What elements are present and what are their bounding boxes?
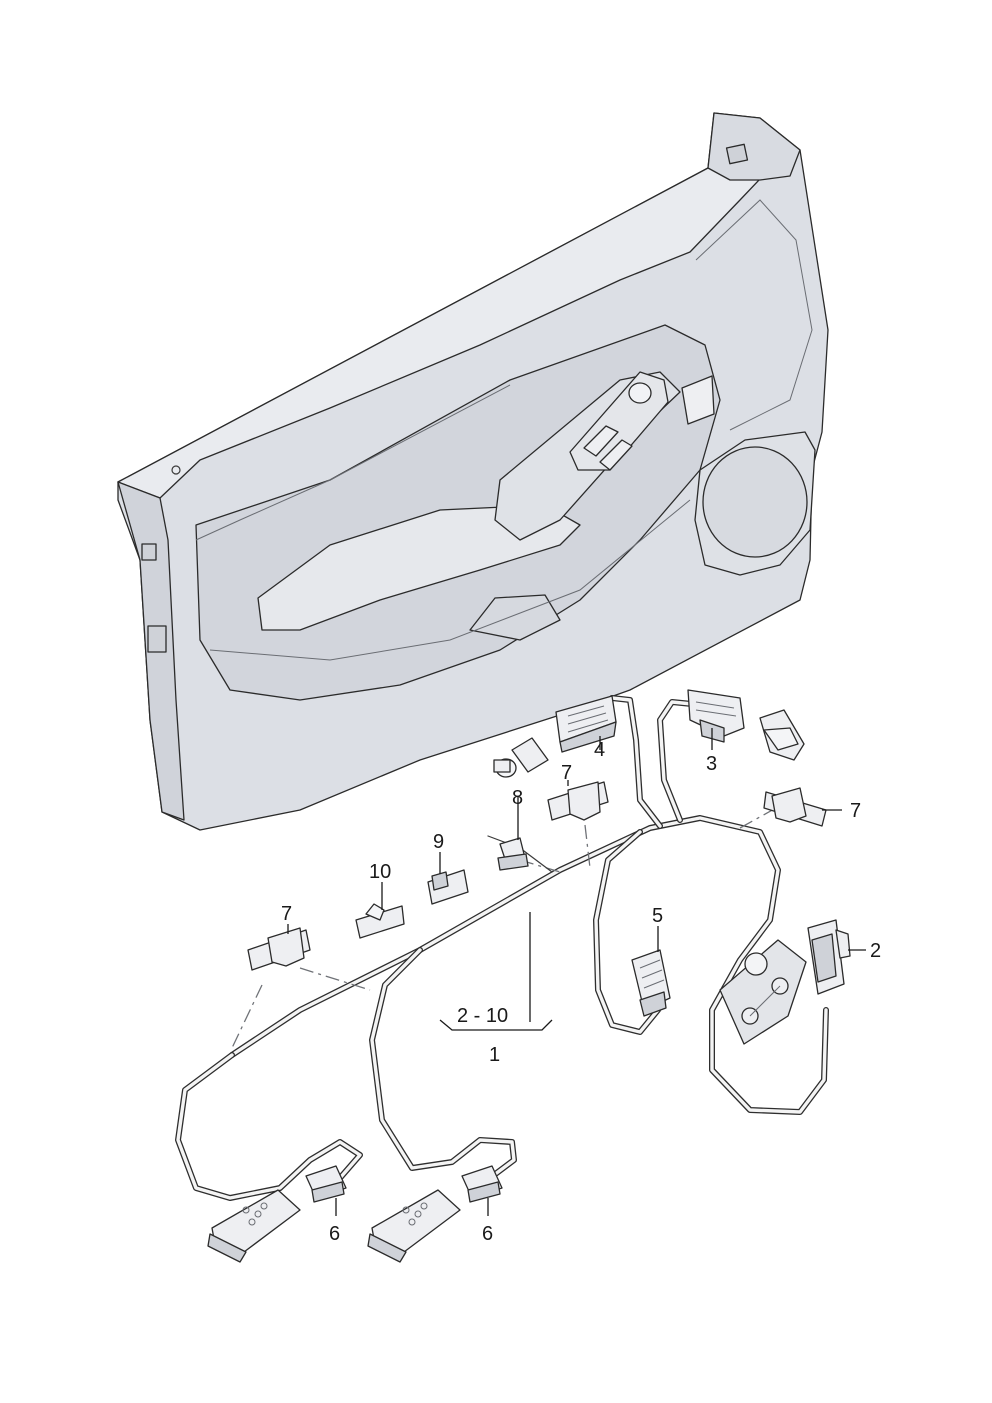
part-4-connector — [555, 695, 617, 753]
callout-7-right: 7 — [850, 800, 861, 822]
callout-5: 5 — [652, 905, 663, 927]
lamp-bulb-holder — [493, 737, 549, 778]
clip-head — [365, 903, 385, 921]
front-edge-clip — [141, 543, 157, 561]
holder-clip — [771, 787, 807, 823]
callout-1: 1 — [489, 1044, 500, 1066]
lamp-lens — [367, 1233, 407, 1263]
part-8-cable-tie-holder — [487, 835, 553, 873]
callout-labels: 4 3 7 7 8 9 10 7 5 2 2 - 10 1 6 6 — [281, 739, 881, 1245]
part-10-expanding-clip — [355, 903, 405, 939]
callout-10: 10 — [369, 861, 391, 883]
lamp-contact — [248, 1218, 256, 1226]
callout-6-left: 6 — [329, 1223, 340, 1245]
connector-ribs — [567, 705, 609, 733]
lamp-contact — [408, 1218, 416, 1226]
part-7-holder-left — [247, 927, 311, 971]
lamp-contact — [414, 1210, 422, 1218]
callout-8: 8 — [512, 787, 523, 809]
tie-holder-base — [497, 853, 529, 871]
front-edge-clip — [147, 625, 167, 653]
clip-body — [427, 869, 469, 905]
door-upright-slot — [725, 143, 749, 165]
part-7-holder-middle — [547, 781, 609, 821]
callout-3: 3 — [706, 753, 717, 775]
callout-4: 4 — [594, 739, 605, 761]
holder-position-line — [299, 967, 371, 991]
harness-branch-left — [176, 1053, 362, 1200]
callout-9: 9 — [433, 831, 444, 853]
connector-ribs — [639, 959, 665, 989]
connector-latch — [467, 1181, 501, 1203]
trim-screw-hole — [171, 465, 181, 475]
lamp-contact — [242, 1206, 250, 1214]
footwell-lamp-left — [207, 1189, 301, 1263]
connector-latch — [311, 1181, 345, 1203]
connector-latch — [639, 991, 667, 1017]
harness-main-trunk — [230, 816, 828, 1114]
callout-2: 2 — [870, 940, 881, 962]
connector-face — [811, 933, 837, 983]
holder-position-line — [231, 984, 263, 1049]
harness-branch-4 — [610, 696, 662, 828]
mirror-adjust-knob — [628, 382, 652, 404]
door-trim-panel — [117, 112, 829, 831]
range-bracket — [439, 1019, 553, 1031]
part-3-connector — [687, 689, 745, 743]
door-panel-rear-upright — [707, 112, 801, 181]
callout-7-left: 7 — [281, 903, 292, 925]
switch-button — [763, 727, 799, 751]
holder-clip — [267, 927, 305, 967]
part-2-connector — [807, 919, 851, 995]
clip-strip — [355, 905, 405, 939]
harness-branch-3 — [657, 699, 695, 823]
bulb-neck — [493, 759, 511, 773]
leader-lines — [287, 728, 866, 1216]
module-knob — [744, 952, 768, 976]
connector-tab — [835, 929, 851, 959]
lamp-contact — [260, 1202, 268, 1210]
part-6-connector-right — [461, 1165, 503, 1203]
clip-tab — [431, 871, 449, 891]
lamp-contact — [254, 1210, 262, 1218]
part-7-holder-right — [763, 787, 827, 827]
door-switch-unit — [759, 709, 805, 761]
speaker-grille — [702, 446, 808, 558]
module-plate — [719, 939, 807, 1045]
lamp-lens — [207, 1233, 247, 1263]
part-6-connector-left — [305, 1165, 347, 1203]
harness-branch-middle — [370, 948, 516, 1180]
module-link — [749, 985, 781, 1017]
callout-6-right: 6 — [482, 1223, 493, 1245]
door-armrest — [257, 504, 581, 631]
part-5-connector — [631, 949, 671, 1017]
lamp-contact — [402, 1206, 410, 1214]
mirror-switch-module — [719, 939, 807, 1045]
window-switch-button — [583, 425, 619, 457]
trim-contour-line — [695, 199, 813, 431]
door-lock-recess — [681, 375, 715, 425]
window-switch-button — [599, 439, 633, 471]
wiring-harness-1 — [175, 695, 829, 1201]
trim-contour-line — [209, 499, 691, 661]
callout-7-middle: 7 — [561, 762, 572, 784]
callout-range: 2 - 10 — [457, 1005, 508, 1027]
holder-clip — [567, 781, 601, 821]
holder-position-line — [584, 824, 591, 869]
trim-contour-line — [195, 384, 511, 541]
harness-branch-3 — [658, 700, 694, 822]
harness-branch-5 — [594, 830, 660, 1034]
holder-position-line — [739, 807, 777, 829]
bulb-socket — [511, 737, 549, 773]
part-9-clip — [427, 869, 469, 905]
connector-face — [559, 721, 617, 753]
footwell-lamp-right — [367, 1189, 461, 1263]
connector-ribs — [695, 701, 737, 717]
lamp-contact — [420, 1202, 428, 1210]
